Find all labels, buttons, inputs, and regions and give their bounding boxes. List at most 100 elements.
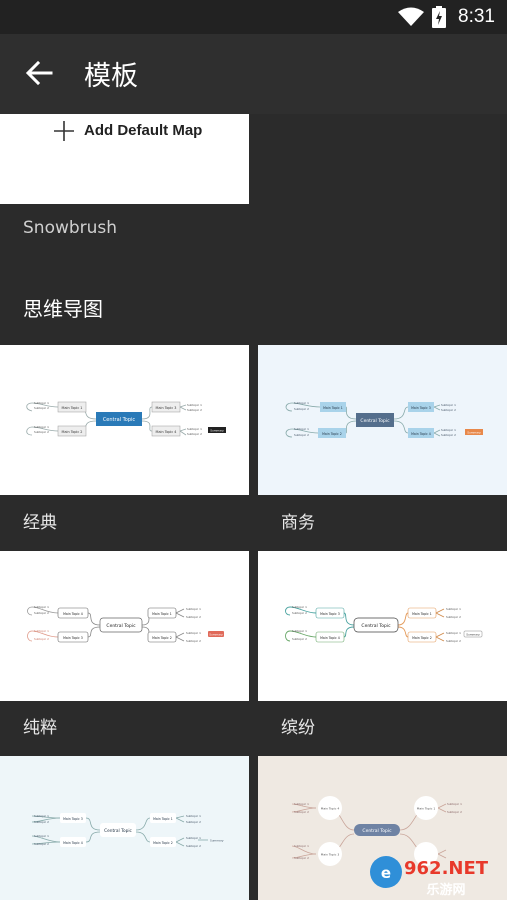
subtopic-text: Subtopic 2 — [441, 408, 456, 412]
subtopic-text: Subtopic 1 — [187, 427, 202, 431]
main-topic-text: Main Topic 1 — [417, 807, 436, 811]
subtopic-text: Subtopic 1 — [187, 403, 202, 407]
subtopic-text: Subtopic 1 — [34, 401, 49, 405]
subtopic-text: Subtopic 1 — [186, 607, 201, 611]
subtopic-text: Subtopic 2 — [34, 637, 49, 641]
template-label-colorful: 缤纷 — [281, 718, 315, 738]
subtopic-text: Subtopic 2 — [34, 406, 49, 410]
template-label-classic: 经典 — [23, 513, 57, 533]
subtopic-text: Subtopic 2 — [294, 433, 309, 437]
watermark-sub: 乐游网 — [426, 882, 465, 898]
template-thumbnail: Central Topic Main Topic 3 Main Topic 4 … — [258, 551, 507, 701]
template-card-colorful[interactable]: Central Topic Main Topic 3 Main Topic 4 … — [258, 551, 507, 701]
clock: 8:31 — [458, 6, 495, 27]
section-title-mindmap: 思维导图 — [23, 297, 103, 321]
main-topic-text: Main Topic 1 — [323, 406, 343, 410]
template-card-pure[interactable]: Central Topic Main Topic 4 Main Topic 3 … — [0, 551, 249, 701]
summary-text: Summary — [210, 429, 224, 433]
template-thumbnail: Central Topic Main Topic 1 Main Topic 2 … — [0, 345, 249, 495]
main-topic-text: Main Topic 2 — [152, 636, 172, 640]
subtopic-text: Subtopic 1 — [441, 403, 456, 407]
main-topic-text: Main Topic 3 — [321, 853, 340, 857]
subtopic-text: Subtopic 1 — [446, 607, 461, 611]
central-topic-text: Central Topic — [361, 623, 391, 629]
summary-text: Summary — [209, 633, 223, 637]
main-topic-text: Main Topic 4 — [63, 841, 83, 845]
subtopic-text: Subtopic 2 — [294, 810, 309, 814]
subtopic-text: Subtopic 2 — [34, 820, 49, 824]
subtopic-text: Subtopic 2 — [34, 430, 49, 434]
central-topic-text: Central Topic — [106, 623, 136, 629]
template-thumbnail: Central Topic Main Topic 3 Main Topic 4 … — [0, 756, 249, 900]
plus-icon — [54, 121, 74, 141]
subtopic-text: Subtopic 1 — [34, 425, 49, 429]
watermark-logo: e 962.NET 乐游网 — [370, 856, 489, 898]
subtopic-text: Subtopic 1 — [186, 631, 201, 635]
subtopic-text: Subtopic 1 — [34, 814, 49, 818]
subtopic-text: Subtopic 1 — [34, 605, 49, 609]
subtopic-text: Subtopic 1 — [292, 629, 307, 633]
page-title: 模板 — [84, 61, 138, 92]
subtopic-text: Subtopic 1 — [294, 844, 309, 848]
subtopic-text: Subtopic 1 — [292, 605, 307, 609]
svg-text:e: e — [381, 864, 391, 882]
subtopic-text: Subtopic 2 — [34, 842, 49, 846]
subtopic-text: Subtopic 2 — [186, 820, 201, 824]
subtopic-text: Subtopic 2 — [187, 432, 202, 436]
subtopic-text: Subtopic 1 — [447, 802, 462, 806]
main-topic-text: Main Topic 3 — [63, 636, 83, 640]
subtopic-text: Subtopic 2 — [292, 611, 307, 615]
central-topic-text: Central Topic — [362, 828, 392, 834]
subtopic-text: Subtopic 2 — [186, 844, 201, 848]
subtopic-text: Subtopic 1 — [441, 428, 456, 432]
summary-text: Summary — [467, 431, 481, 435]
app-bar: 模板 — [0, 34, 507, 114]
main-topic-text: Main Topic 3 — [156, 406, 177, 410]
subtopic-text: Subtopic 2 — [446, 615, 461, 619]
subtopic-text: Subtopic 2 — [186, 615, 201, 619]
main-topic-text: Main Topic 3 — [411, 406, 431, 410]
template-label-business: 商务 — [281, 513, 315, 533]
add-default-map-label: Add Default Map — [84, 122, 203, 139]
central-topic-text: Central Topic — [360, 418, 390, 424]
template-card-5[interactable]: Central Topic Main Topic 3 Main Topic 4 … — [0, 756, 249, 900]
subtopic-text: Subtopic 2 — [447, 810, 462, 814]
template-thumbnail: Central Topic Main Topic 1 Main Topic 2 … — [258, 345, 507, 495]
main-topic-text: Main Topic 4 — [320, 636, 340, 640]
template-card-business[interactable]: Central Topic Main Topic 1 Main Topic 2 … — [258, 345, 507, 495]
subtopic-text: Subtopic 1 — [294, 802, 309, 806]
central-topic-text: Central Topic — [103, 417, 136, 423]
main-topic-text: Main Topic 1 — [153, 817, 173, 821]
subtopic-text: Subtopic 1 — [446, 631, 461, 635]
subtopic-text: Subtopic 2 — [187, 408, 202, 412]
summary-text: Summary — [466, 633, 480, 637]
subtopic-text: Subtopic 1 — [294, 401, 309, 405]
add-default-map-card[interactable]: Add Default Map — [0, 114, 249, 204]
main-topic-text: Main Topic 2 — [153, 841, 173, 845]
template-card-classic[interactable]: Central Topic Main Topic 1 Main Topic 2 … — [0, 345, 249, 495]
main-topic-text: Main Topic 1 — [412, 612, 432, 616]
subtopic-text: Subtopic 2 — [292, 637, 307, 641]
main-topic-text: Main Topic 3 — [63, 817, 83, 821]
subtopic-text: Subtopic 1 — [34, 629, 49, 633]
main-topic-text: Main Topic 2 — [322, 432, 342, 436]
wifi-icon — [398, 7, 424, 26]
template-thumbnail: Central Topic Main Topic 4 Main Topic 3 … — [0, 551, 249, 701]
subtopic-text: Subtopic 2 — [294, 856, 309, 860]
watermark-brand: 962.NET — [404, 858, 489, 879]
main-topic-text: Main Topic 1 — [62, 406, 83, 410]
main-topic-text: Main Topic 4 — [321, 807, 340, 811]
arrow-back-icon[interactable] — [24, 58, 54, 88]
main-topic-text: Main Topic 4 — [411, 432, 431, 436]
subtopic-text: Subtopic 2 — [441, 433, 456, 437]
main-topic-text: Main Topic 2 — [62, 430, 83, 434]
subtopic-text: Subtopic 1 — [186, 814, 201, 818]
battery-charging-icon — [432, 6, 446, 28]
status-bar: 8:31 — [0, 0, 507, 34]
main-topic-text: Main Topic 4 — [63, 612, 83, 616]
subtopic-text: Subtopic 2 — [294, 407, 309, 411]
main-topic-text: Main Topic 4 — [156, 430, 177, 434]
central-topic-text: Central Topic — [104, 828, 132, 834]
section-title-snowbrush: Snowbrush — [23, 218, 118, 238]
subtopic-text: Subtopic 1 — [186, 836, 201, 840]
